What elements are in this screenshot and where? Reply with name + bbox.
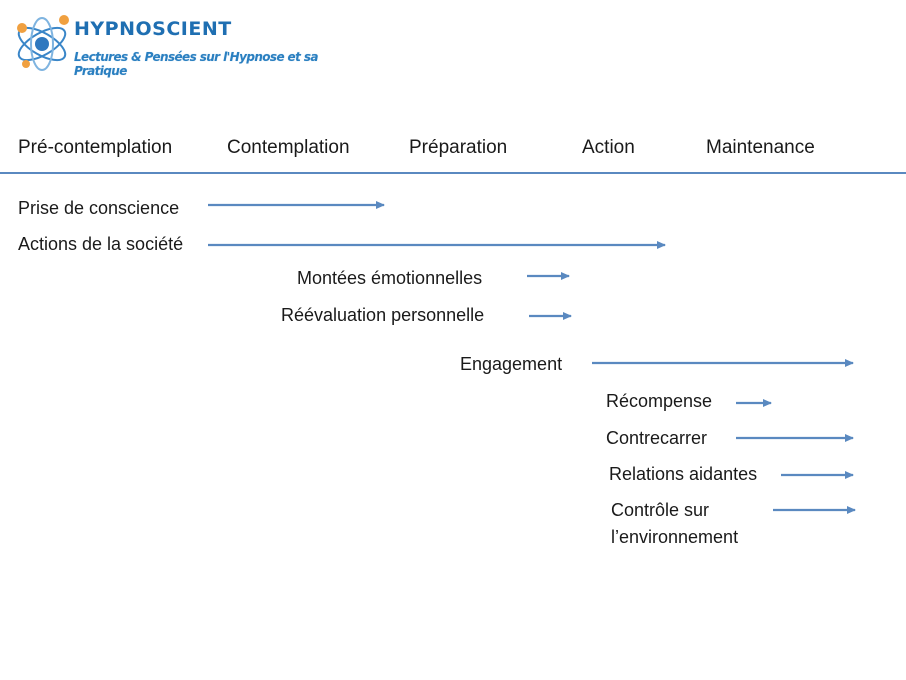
stage-contemplation: Contemplation xyxy=(227,137,350,158)
brand-tagline: Lectures & Pensées sur l'Hypnose et sa P… xyxy=(74,50,318,78)
process-prise-de-conscience: Prise de conscience xyxy=(18,198,180,218)
process-recompense: Récompense xyxy=(606,391,713,411)
process-controle-sur: Contrôle sur xyxy=(611,500,710,520)
brand-name: HYPNOSCIENT xyxy=(74,18,232,40)
stage-divider-line xyxy=(0,172,906,174)
process-reevaluation-personnelle: Réévaluation personnelle xyxy=(281,305,485,325)
process-engagement: Engagement xyxy=(460,354,563,374)
process-relations-aidantes: Relations aidantes xyxy=(609,464,758,484)
stage-action: Action xyxy=(582,137,635,158)
stage-maintenance: Maintenance xyxy=(706,137,815,158)
stage-precontemplation: Pré-contemplation xyxy=(18,137,173,158)
stage-preparation: Préparation xyxy=(409,137,508,158)
process-contrecarrer: Contrecarrer xyxy=(606,428,708,448)
process-montees-emotionnelles: Montées émotionnelles xyxy=(297,268,483,288)
process-controle-environnement: l’environnement xyxy=(611,527,739,547)
logo: HYPNOSCIENT Lectures & Pensées sur l'Hyp… xyxy=(10,6,330,78)
atom-logo-icon xyxy=(17,15,69,71)
process-actions-de-la-societe: Actions de la société xyxy=(18,234,184,254)
